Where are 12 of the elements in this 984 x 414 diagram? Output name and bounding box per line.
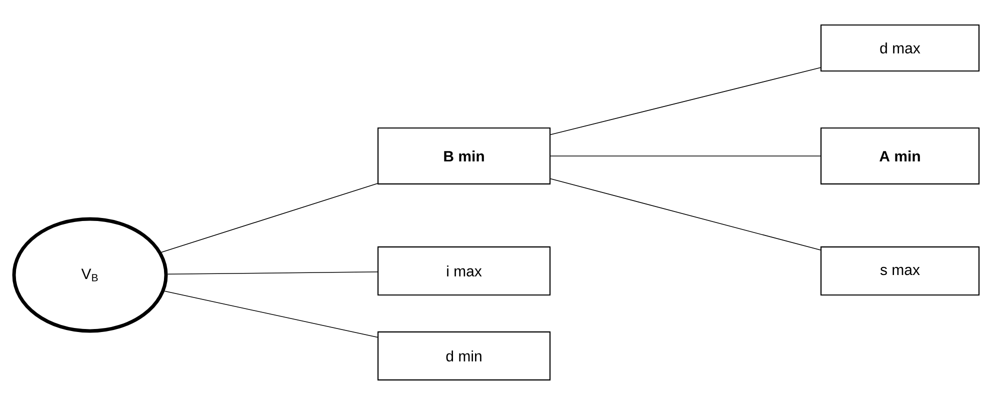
text-box: A min xyxy=(820,127,980,185)
connector-line xyxy=(161,183,378,253)
connector-line xyxy=(550,67,821,136)
text-box: i max xyxy=(377,246,551,296)
text-box: d min xyxy=(377,331,551,381)
text-box: s max xyxy=(820,246,980,296)
connector-line xyxy=(167,272,378,275)
connector-line xyxy=(164,290,378,338)
ellipse-node: V$_{B}$ xyxy=(12,217,168,333)
text-box: d max xyxy=(820,24,980,72)
connector-line xyxy=(550,178,821,250)
text-box: B min xyxy=(377,127,551,185)
